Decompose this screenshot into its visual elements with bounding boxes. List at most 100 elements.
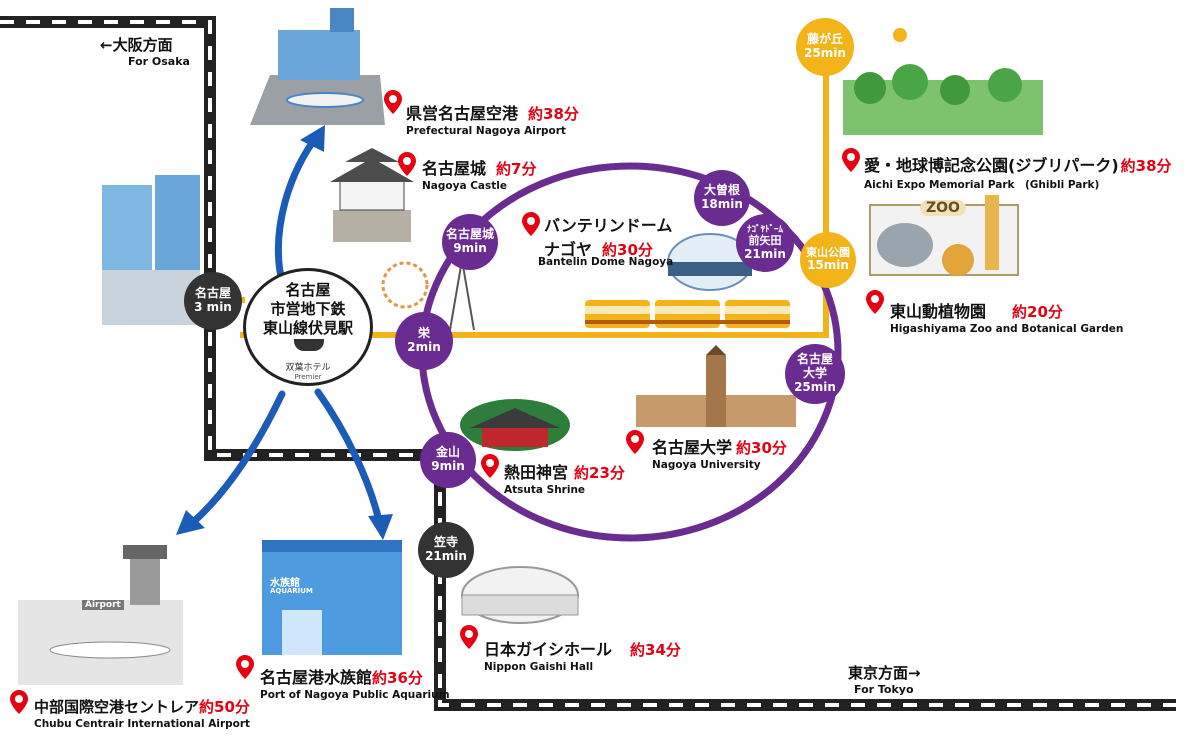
place-dome-en: Bantelin Dome Nagoya xyxy=(538,256,674,268)
ferris-wheel-illustration xyxy=(381,261,429,309)
place-zoo: 東山動植物園 約20分 Higashiyama Zoo and Botanical… xyxy=(890,298,1123,335)
place-centrair: 中部国際空港セントレア約50分 Chubu Centrair Internati… xyxy=(34,696,250,730)
place-aquarium-time: 約36分 xyxy=(372,669,423,687)
place-zoo-time: 約20分 xyxy=(1012,303,1063,321)
train-illustration xyxy=(585,300,790,328)
place-gaishi-ja: 日本ガイシホール xyxy=(484,640,613,659)
place-atsuta-ja: 熱田神宮 xyxy=(504,463,569,482)
station-kanayama-time: 9min xyxy=(431,459,465,473)
station-fujigaoka-time: 25min xyxy=(804,46,846,60)
access-arrows xyxy=(186,131,384,529)
station-domemae-time: 21min xyxy=(744,246,786,261)
place-atsuta-time: 約23分 xyxy=(574,464,625,482)
station-higashiyama-koen-name: 東山公園 xyxy=(806,245,850,259)
place-atsuta: 熱田神宮約23分 Atsuta Shrine xyxy=(504,459,625,496)
station-domemae: ﾅｺﾞﾔﾄﾞｰﾑ 前矢田 21min xyxy=(736,214,794,272)
zoo-illustration xyxy=(869,195,1019,276)
place-gaishi: 日本ガイシホール約34分 Nippon Gaishi Hall xyxy=(484,636,681,673)
station-ozone-time: 18min xyxy=(701,197,743,211)
place-dome-ja1: バンテリンドーム xyxy=(544,216,673,235)
expo-park-illustration xyxy=(843,28,1043,135)
station-sakae-name: 栄 xyxy=(417,326,430,341)
airport-pin-icon xyxy=(384,90,402,114)
place-university-ja: 名古屋大学 xyxy=(652,438,733,457)
place-castle-ja: 名古屋城 xyxy=(422,159,487,178)
tokyo-direction-en: For Tokyo xyxy=(854,683,914,696)
station-nagoya-daigaku: 名古屋 大学 25min xyxy=(785,344,845,404)
place-castle-en: Nagoya Castle xyxy=(422,180,507,192)
place-zoo-ja: 東山動植物園 xyxy=(890,302,987,321)
station-nagoya-daigaku-name: 名古屋 xyxy=(796,352,833,367)
place-castle: 名古屋城約7分 Nagoya Castle xyxy=(422,155,536,192)
place-centrair-ja: 中部国際空港セントレア xyxy=(34,698,200,716)
place-centrair-time: 約50分 xyxy=(199,698,250,716)
station-nagoyajo: 名古屋城 9min xyxy=(442,214,498,270)
station-fujigaoka: 藤が丘 25min xyxy=(796,18,854,76)
hotel-origin: 名古屋 市営地下鉄 東山線伏見駅 双葉ホテル Premier xyxy=(243,268,373,386)
place-aquarium-en: Port of Nagoya Public Aquarium xyxy=(260,689,450,701)
place-university-time: 約30分 xyxy=(736,439,787,457)
aquarium-pin-icon xyxy=(236,655,254,679)
station-kasadera-time: 21min xyxy=(425,549,467,563)
hotel-logo-en: Premier xyxy=(294,373,322,381)
tokyo-direction-ja: 東京方面→ xyxy=(848,664,921,682)
place-airport-time: 約38分 xyxy=(528,105,579,123)
station-domemae-name2: 前矢田 xyxy=(748,233,782,247)
station-kasadera-name: 笠寺 xyxy=(433,535,458,550)
hall-illustration xyxy=(461,566,579,624)
station-sakae-time: 2min xyxy=(407,340,441,354)
place-university-en: Nagoya University xyxy=(652,459,761,471)
station-kasadera: 笠寺 21min xyxy=(418,522,474,578)
zoo-sign: ZOO xyxy=(920,200,966,216)
place-expo: 愛・地球博記念公園(ジブリパーク)約38分 Aichi Expo Memoria… xyxy=(864,152,1172,192)
hotel-logo: 双葉ホテル xyxy=(285,363,331,373)
place-dome: バンテリンドーム ナゴヤ約30分 xyxy=(544,212,672,260)
osaka-direction-ja: ←大阪方面 xyxy=(100,36,173,54)
station-kanayama-name: 金山 xyxy=(435,445,460,460)
zoo-pin-icon xyxy=(866,290,884,314)
hotel-line1: 名古屋 xyxy=(285,281,331,299)
jr-railway xyxy=(0,16,1176,711)
hotel-line3: 東山線伏見駅 xyxy=(262,319,353,337)
osaka-direction: ←大阪方面 For Osaka xyxy=(100,34,190,68)
place-dome-en-wrap: Bantelin Dome Nagoya xyxy=(538,255,673,268)
centrair-pin-icon xyxy=(10,690,28,714)
gaishi-pin-icon xyxy=(460,625,478,649)
tokyo-direction: 東京方面→ For Tokyo xyxy=(848,662,921,696)
station-nagoya-daigaku-time: 25min xyxy=(794,379,836,394)
arrow-heads xyxy=(176,125,393,540)
place-expo-time: 約38分 xyxy=(1120,157,1172,175)
shrine-illustration xyxy=(460,399,570,451)
castle-pin-icon xyxy=(398,152,416,176)
station-sakae: 栄 2min xyxy=(395,312,453,370)
station-nagoyajo-time: 9min xyxy=(453,241,487,255)
expo-pin-icon xyxy=(842,148,860,172)
place-university: 名古屋大学約30分 Nagoya University xyxy=(652,434,787,471)
station-ozone-name: 大曽根 xyxy=(703,183,740,198)
place-expo-en: Aichi Expo Memorial Park (Ghibli Park) xyxy=(864,179,1100,191)
place-castle-time: 約7分 xyxy=(496,160,537,178)
station-nagoyajo-name: 名古屋城 xyxy=(445,227,494,242)
airport-sign: Airport xyxy=(82,600,124,610)
dome-illustration xyxy=(667,233,753,291)
hotel-line2: 市営地下鉄 xyxy=(270,300,346,318)
coffee-cup-icon xyxy=(294,339,324,351)
aquarium-sign-en: AQUARIUM xyxy=(270,587,313,595)
buildings-illustration xyxy=(102,175,200,325)
university-pin-icon xyxy=(626,430,644,454)
centrair-illustration xyxy=(18,545,183,685)
station-ozone: 大曽根 18min xyxy=(694,170,750,226)
place-expo-ja: 愛・地球博記念公園(ジブリパーク) xyxy=(864,156,1119,175)
airport-illustration xyxy=(250,8,385,125)
atsuta-pin-icon xyxy=(481,454,499,478)
place-dome-ja2: ナゴヤ xyxy=(544,240,593,259)
osaka-direction-en: For Osaka xyxy=(128,55,190,68)
station-kanayama: 金山 9min xyxy=(420,432,476,488)
station-fujigaoka-name: 藤が丘 xyxy=(806,32,843,47)
station-domemae-name: ﾅｺﾞﾔﾄﾞｰﾑ xyxy=(746,224,783,235)
station-nagoya-name: 名古屋 xyxy=(194,286,231,301)
place-aquarium-ja: 名古屋港水族館 xyxy=(260,668,373,687)
place-gaishi-en: Nippon Gaishi Hall xyxy=(484,661,594,673)
place-zoo-en: Higashiyama Zoo and Botanical Garden xyxy=(890,323,1124,335)
